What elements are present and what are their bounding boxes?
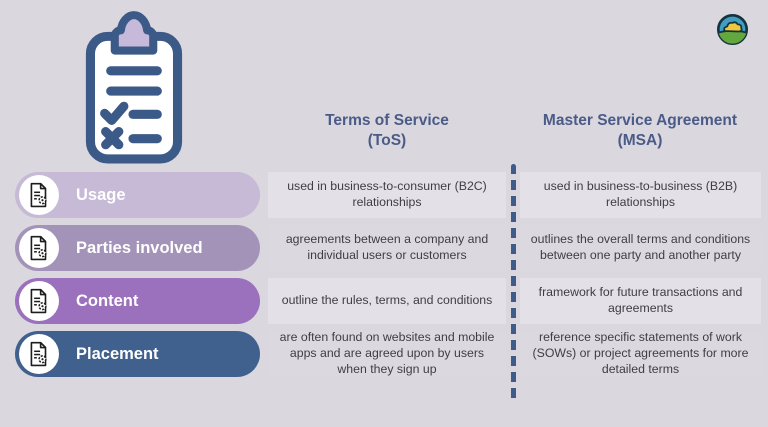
document-gear-icon: [30, 235, 47, 261]
icon-circle: [19, 228, 59, 268]
cell-usage-msa: used in business-to-business (B2B) relat…: [520, 172, 761, 218]
table-row: Placement are often found on websites an…: [0, 330, 768, 377]
cell-content-tos: outline the rules, terms, and conditions: [268, 278, 506, 324]
clipboard-checklist-icon: [85, 11, 183, 164]
table-row: Parties involved agreements between a co…: [0, 225, 768, 271]
icon-circle: [19, 175, 59, 215]
cell-parties-tos: agreements between a company and individ…: [268, 225, 506, 271]
document-gear-icon: [30, 182, 47, 208]
tos-header-line2: (ToS): [367, 132, 407, 150]
row-label: Parties involved: [76, 238, 203, 257]
icon-circle: [19, 334, 59, 374]
x-icon: [101, 127, 124, 150]
check-icon: [100, 101, 129, 125]
msa-header-line1: Master Service Agreement: [542, 112, 738, 129]
cell-placement-msa: reference specific statements of work (S…: [520, 330, 761, 377]
row-label: Content: [76, 291, 139, 310]
column-header-msa: Master Service Agreement (MSA): [517, 111, 763, 152]
row-pill-placement: Placement: [15, 331, 260, 377]
table-row: Usage used in business-to-consumer (B2C)…: [0, 172, 768, 218]
tos-header-line1: Terms of Service: [325, 112, 449, 129]
cell-parties-msa: outlines the overall terms and condition…: [520, 225, 761, 271]
row-pill-usage: Usage: [15, 172, 260, 218]
row-label: Placement: [76, 344, 159, 363]
cell-placement-tos: are often found on websites and mobile a…: [268, 330, 506, 377]
column-header-tos: Terms of Service (ToS): [268, 111, 506, 152]
landscape-circle-logo: [716, 13, 749, 46]
msa-header-line2: (MSA): [617, 132, 663, 150]
document-gear-icon: [30, 341, 47, 367]
document-gear-icon: [30, 288, 47, 314]
comparison-table: Usage used in business-to-consumer (B2C)…: [0, 172, 768, 384]
cell-content-msa: framework for future transactions and ag…: [520, 278, 761, 324]
row-pill-parties: Parties involved: [15, 225, 260, 271]
table-row: Content outline the rules, terms, and co…: [0, 278, 768, 324]
cell-usage-tos: used in business-to-consumer (B2C) relat…: [268, 172, 506, 218]
icon-circle: [19, 281, 59, 321]
row-pill-content: Content: [15, 278, 260, 324]
row-label: Usage: [76, 185, 126, 204]
column-divider: [511, 164, 516, 401]
